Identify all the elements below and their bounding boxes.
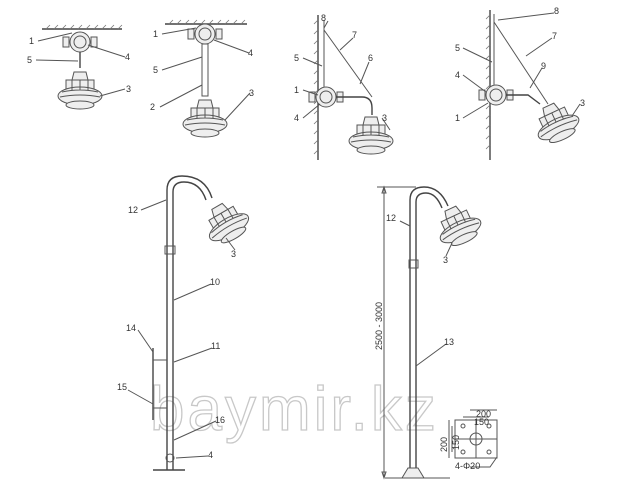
figure-pole-wall-mounted: 12 3 10 14 11 15 16 4 bbox=[117, 175, 256, 471]
figure-wall-mount-angled: 8 7 5 9 4 1 3 bbox=[455, 6, 585, 160]
plate-width: 200 bbox=[476, 409, 491, 419]
label-5: 5 bbox=[455, 43, 460, 53]
label-5: 5 bbox=[27, 55, 32, 65]
label-8: 8 bbox=[554, 6, 559, 16]
plate-height: 200 bbox=[439, 437, 449, 452]
label-9: 9 bbox=[541, 61, 546, 71]
label-14: 14 bbox=[126, 323, 136, 333]
label-5: 5 bbox=[153, 65, 158, 75]
label-12: 12 bbox=[386, 213, 396, 223]
label-3: 3 bbox=[382, 113, 387, 123]
label-15: 15 bbox=[117, 382, 127, 392]
label-6: 6 bbox=[368, 53, 373, 63]
plate-holes: 4-Φ20 bbox=[455, 461, 480, 471]
label-2: 2 bbox=[150, 102, 155, 112]
label-4: 4 bbox=[248, 48, 253, 58]
base-plate-detail: 200 150 200 150 4-Φ20 bbox=[439, 409, 498, 471]
label-4: 4 bbox=[294, 113, 299, 123]
figure-wall-mount-bracket: 8 7 5 6 1 4 3 bbox=[294, 13, 394, 160]
label-7: 7 bbox=[552, 31, 557, 41]
figure-ceiling-mount-rod: 1 4 5 2 3 bbox=[150, 19, 254, 138]
plate-hole-spacing-x: 150 bbox=[474, 417, 489, 427]
label-3: 3 bbox=[443, 255, 448, 265]
label-16: 16 bbox=[215, 415, 225, 425]
label-13: 13 bbox=[444, 337, 454, 347]
label-1: 1 bbox=[153, 29, 158, 39]
label-4: 4 bbox=[208, 450, 213, 460]
label-7: 7 bbox=[352, 30, 357, 40]
label-3: 3 bbox=[249, 88, 254, 98]
label-1: 1 bbox=[29, 36, 34, 46]
label-1: 1 bbox=[455, 113, 460, 123]
label-10: 10 bbox=[210, 277, 220, 287]
label-11: 11 bbox=[211, 341, 220, 351]
figure-pole-freestanding: 12 3 13 2500 - 3000 bbox=[374, 185, 487, 480]
label-3: 3 bbox=[126, 84, 131, 94]
label-4: 4 bbox=[455, 70, 460, 80]
label-3: 3 bbox=[580, 98, 585, 108]
label-1: 1 bbox=[294, 85, 299, 95]
figure-ceiling-mount-short: 1 4 5 3 bbox=[27, 24, 131, 110]
height-dimension: 2500 - 3000 bbox=[374, 302, 384, 350]
label-12: 12 bbox=[128, 205, 138, 215]
label-4: 4 bbox=[125, 52, 130, 62]
label-8: 8 bbox=[321, 13, 326, 23]
label-5: 5 bbox=[294, 53, 299, 63]
label-3: 3 bbox=[231, 249, 236, 259]
watermark: baymir.kz bbox=[150, 375, 439, 444]
plate-hole-spacing-y: 150 bbox=[451, 435, 461, 450]
